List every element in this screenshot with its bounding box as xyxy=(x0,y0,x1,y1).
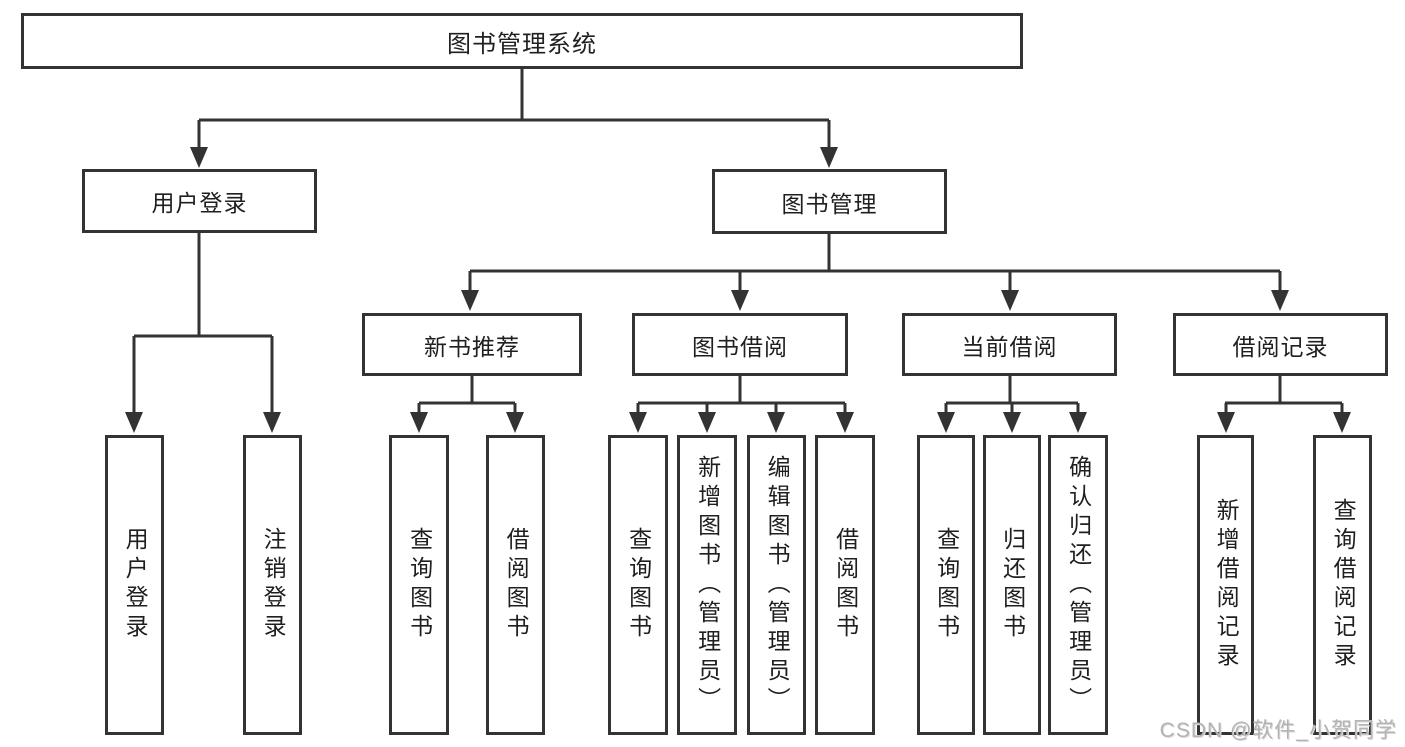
leaf-label: 新增借阅记录 xyxy=(1213,498,1240,672)
node-label: 当前借阅 xyxy=(961,333,1058,360)
leaf-label: 查询借阅记录 xyxy=(1330,498,1357,672)
leaf-label: 查询图书 xyxy=(625,527,652,643)
leaf-edit-book-admin: 编辑图书（管理员） xyxy=(747,435,806,735)
node-book-management-branch: 图书管理 xyxy=(712,169,947,234)
arrowheads xyxy=(125,147,1351,433)
node-borrow-record: 借阅记录 xyxy=(1173,313,1388,376)
leaf-query-borrow-record: 查询借阅记录 xyxy=(1313,435,1372,735)
node-book-borrow: 图书借阅 xyxy=(632,313,848,376)
node-label: 图书管理 xyxy=(781,190,878,217)
leaf-query-book-1: 查询图书 xyxy=(389,435,449,735)
leaf-add-borrow-record: 新增借阅记录 xyxy=(1197,435,1254,735)
connector-userlogin-group xyxy=(132,233,274,417)
leaf-query-book-3: 查询图书 xyxy=(917,435,975,735)
leaf-label: 用户登录 xyxy=(122,527,149,643)
leaf-user-login: 用户登录 xyxy=(105,435,164,735)
node-label: 新书推荐 xyxy=(424,333,520,360)
node-new-book-recommend: 新书推荐 xyxy=(362,313,582,376)
leaf-label: 新增图书（管理员） xyxy=(694,454,721,716)
connector-root-to-level2 xyxy=(197,69,831,152)
leaf-label: 编辑图书（管理员） xyxy=(764,454,791,716)
leaf-label: 确认归还（管理员） xyxy=(1065,454,1092,716)
connector-borrow-group xyxy=(636,376,847,417)
connector-newbook-group xyxy=(417,376,517,417)
node-label: 借阅记录 xyxy=(1232,333,1329,360)
connector-bookmgmt-to-level3 xyxy=(468,233,1282,296)
leaf-label: 借阅图书 xyxy=(832,527,859,643)
node-root-system: 图书管理系统 xyxy=(21,13,1023,69)
connector-record-group xyxy=(1224,376,1344,417)
leaf-label: 归还图书 xyxy=(999,527,1026,643)
node-root-label: 图书管理系统 xyxy=(447,30,597,58)
leaf-confirm-return-admin: 确认归还（管理员） xyxy=(1048,435,1108,735)
csdn-watermark: CSDN @软件_小贺同学 xyxy=(1159,719,1397,742)
node-current-borrow: 当前借阅 xyxy=(902,313,1117,376)
leaf-add-book-admin: 新增图书（管理员） xyxy=(677,435,737,735)
leaf-label: 查询图书 xyxy=(933,527,960,643)
leaf-borrow-book-2: 借阅图书 xyxy=(815,435,875,735)
leaf-label: 注销登录 xyxy=(260,527,287,643)
node-user-login-branch: 用户登录 xyxy=(82,169,317,233)
leaf-label: 借阅图书 xyxy=(503,527,530,643)
node-label: 用户登录 xyxy=(151,190,248,216)
leaf-borrow-book-1: 借阅图书 xyxy=(486,435,545,735)
leaf-label: 查询图书 xyxy=(406,527,433,643)
node-label: 图书借阅 xyxy=(692,333,788,360)
leaf-logout: 注销登录 xyxy=(243,435,302,735)
connector-current-group xyxy=(944,376,1080,417)
leaf-return-book: 归还图书 xyxy=(983,435,1041,735)
leaf-query-book-2: 查询图书 xyxy=(608,435,668,735)
